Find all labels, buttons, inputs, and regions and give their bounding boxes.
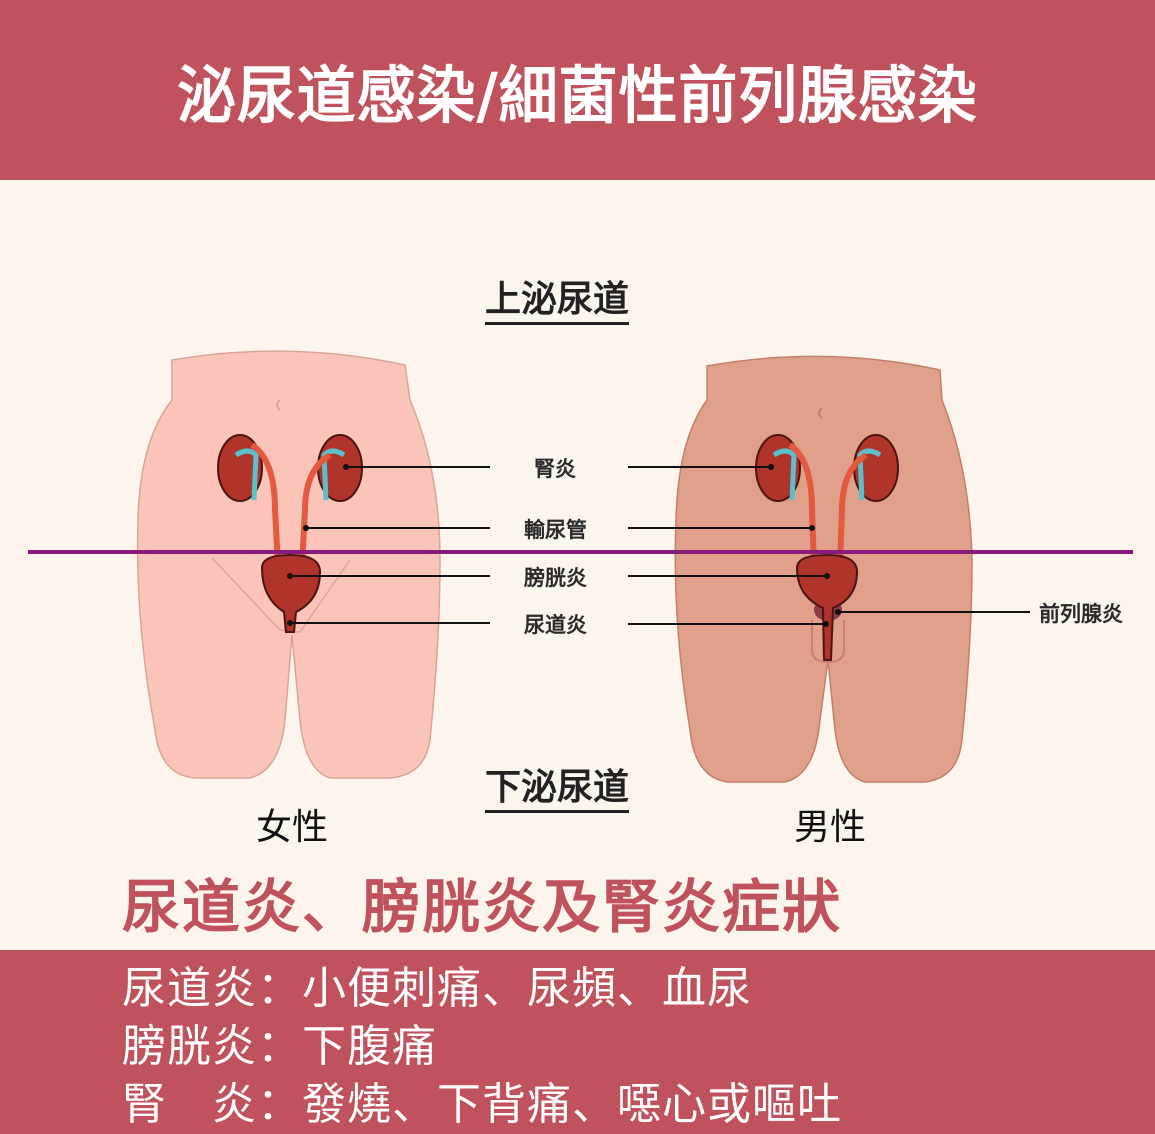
header-banner: 泌尿道感染/細菌性前列腺感染 <box>0 0 1155 180</box>
female-figure <box>136 350 490 779</box>
symptom-row-urethritis: 尿道炎：小便刺痛、尿頻、血尿 <box>122 963 752 1014</box>
male-left-kidney-icon <box>755 434 801 502</box>
label-kidney: 腎炎 <box>534 457 576 481</box>
male-bladder-icon <box>795 553 859 661</box>
symptom-row-cystitis: 膀胱炎：下腹痛 <box>122 1021 437 1072</box>
male-figure <box>628 355 1030 783</box>
symptom-desc: 下腹痛 <box>302 1021 437 1072</box>
symptom-row-nephritis: 腎 炎：發燒、下背痛、噁心或嘔吐 <box>122 1079 842 1130</box>
label-urethra: 尿道炎 <box>524 613 587 637</box>
female-right-kidney-icon <box>317 434 363 502</box>
male-right-kidney-icon <box>853 434 899 502</box>
label-prostate: 前列腺炎 <box>1039 602 1123 626</box>
symptoms-panel: 尿道炎：小便刺痛、尿頻、血尿 膀胱炎：下腹痛 腎 炎：發燒、下背痛、噁心或嘔吐 <box>0 950 1155 1134</box>
symptom-name: 尿道炎 <box>122 963 257 1014</box>
symptom-desc: 發燒、下背痛、噁心或嘔吐 <box>302 1079 842 1130</box>
symptom-name: 膀胱炎 <box>122 1021 257 1072</box>
upper-tract-title: 上泌尿道 <box>485 280 630 325</box>
symptom-desc: 小便刺痛、尿頻、血尿 <box>302 963 752 1014</box>
symptoms-title: 尿道炎、膀胱炎及腎炎症狀 <box>122 873 843 941</box>
male-label: 男性 <box>794 807 867 848</box>
label-bladder: 膀胱炎 <box>524 566 587 590</box>
lower-tract-title: 下泌尿道 <box>485 768 630 813</box>
symptom-name: 腎 炎 <box>122 1079 257 1130</box>
female-label: 女性 <box>256 807 329 848</box>
page-title: 泌尿道感染/細菌性前列腺感染 <box>177 59 978 132</box>
label-ureter: 輸尿管 <box>524 518 587 542</box>
female-left-kidney-icon <box>217 434 263 502</box>
